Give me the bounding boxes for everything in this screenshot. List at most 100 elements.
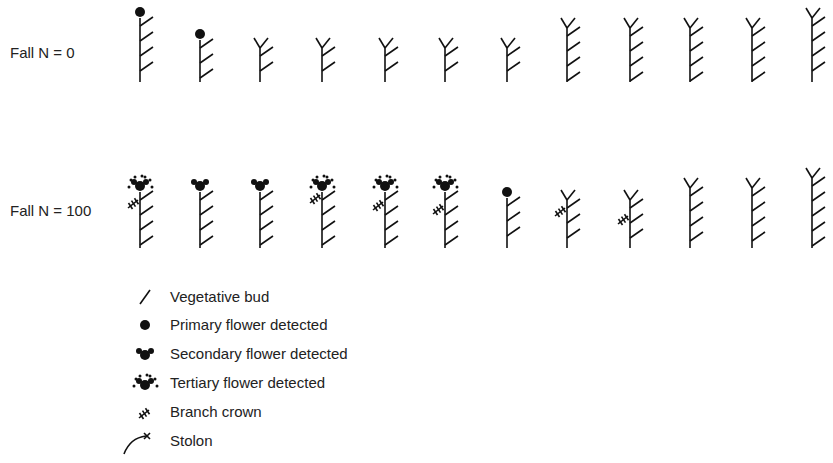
vegetative-bud <box>690 57 703 66</box>
plants <box>124 7 825 454</box>
vegetative-bud <box>752 217 765 226</box>
vegetative-bud <box>630 42 643 51</box>
vegetative-bud <box>507 47 520 56</box>
vegetative-bud <box>630 72 643 81</box>
vegetative-bud <box>385 206 398 215</box>
branch-crown-tick <box>380 200 384 206</box>
primary-flower <box>255 181 265 191</box>
branch-crown-tick <box>317 193 321 199</box>
vegetative-bud <box>140 62 153 71</box>
vegetative-bud <box>200 236 213 245</box>
vegetative-bud <box>812 177 825 186</box>
tertiary-flower <box>373 186 376 189</box>
vegetative-bud <box>507 62 520 71</box>
legend-bud-sample <box>140 290 150 304</box>
stem <box>689 188 691 248</box>
bud-top <box>812 8 820 18</box>
branch-crown-tick <box>440 204 444 210</box>
tertiary-flower <box>379 176 382 179</box>
vegetative-bud <box>752 57 765 66</box>
vegetative-bud <box>567 27 580 36</box>
branch-crown-tick <box>437 207 441 213</box>
vegetative-bud <box>200 206 213 215</box>
tertiary-flower <box>156 385 159 388</box>
tertiary-flower <box>316 176 319 179</box>
tertiary-flower <box>310 186 313 189</box>
bud-top <box>812 168 820 178</box>
vegetative-bud <box>322 206 335 215</box>
legend-text: Tertiary flower detected <box>170 374 325 392</box>
tertiary-flower <box>389 176 392 179</box>
vegetative-bud <box>812 47 825 56</box>
vegetative-bud <box>385 62 398 71</box>
tertiary-flower <box>439 176 442 179</box>
primary-flower <box>317 181 327 191</box>
vegetative-bud <box>812 17 825 26</box>
tertiary-flower <box>146 374 149 377</box>
stem <box>751 188 753 248</box>
legend-text: Primary flower detected <box>170 316 328 334</box>
vegetative-bud <box>200 69 213 78</box>
stem <box>199 40 201 82</box>
vegetative-bud <box>752 202 765 211</box>
vegetative-bud <box>445 62 458 71</box>
vegetative-bud <box>260 221 273 230</box>
tertiary-flower <box>149 375 152 378</box>
bud-top <box>690 18 698 28</box>
vegetative-bud <box>630 214 643 223</box>
vegetative-bud <box>630 57 643 66</box>
bud-top <box>746 178 752 188</box>
tertiary-flower <box>139 375 142 378</box>
vegetative-bud <box>200 221 213 230</box>
vegetative-bud <box>322 236 335 245</box>
stem <box>259 48 261 82</box>
branch-crown-tick <box>619 219 623 225</box>
row-label: Fall N = 100 <box>10 202 91 220</box>
primary-flower <box>440 181 450 191</box>
branch-crown-tick <box>129 203 133 209</box>
bud-top <box>567 18 575 28</box>
bud-top <box>624 18 630 28</box>
tertiary-flower <box>134 176 137 179</box>
branch-crown-tick <box>377 203 381 209</box>
bud-top <box>690 178 698 188</box>
vegetative-bud <box>630 199 643 208</box>
bud-top <box>561 190 567 200</box>
primary-flower <box>380 181 390 191</box>
branch-crown-tick <box>311 198 315 204</box>
branch-crown-tick <box>434 209 438 215</box>
bud-top <box>630 18 638 28</box>
vegetative-bud <box>140 236 153 245</box>
primary-flower <box>195 29 205 39</box>
tertiary-flower <box>144 176 147 179</box>
tertiary-flower <box>333 186 336 189</box>
branch-crown-tick <box>625 214 629 220</box>
vegetative-bud <box>752 72 765 81</box>
vegetative-bud <box>322 47 335 56</box>
tertiary-flower <box>326 176 329 179</box>
stolon-tip <box>144 433 150 439</box>
vegetative-bud <box>567 42 580 51</box>
bud-top <box>561 18 567 28</box>
vegetative-bud <box>507 212 520 221</box>
vegetative-bud <box>812 192 825 201</box>
bud-top <box>501 38 507 48</box>
tertiary-flower <box>449 176 452 179</box>
legend-stolon-sample <box>124 436 146 454</box>
branch-crown-tick <box>556 211 560 217</box>
vegetative-bud <box>140 206 153 215</box>
tertiary-flower <box>323 175 326 178</box>
vegetative-bud <box>260 47 273 56</box>
bud-top <box>567 190 575 200</box>
vegetative-bud <box>445 47 458 56</box>
vegetative-bud <box>322 191 335 200</box>
vegetative-bud <box>690 27 703 36</box>
vegetative-bud <box>385 47 398 56</box>
stem <box>139 18 141 82</box>
vegetative-bud <box>445 206 458 215</box>
branch-crown-tick <box>562 206 566 212</box>
branch-crown-tick <box>143 411 147 417</box>
vegetative-bud <box>690 232 703 241</box>
vegetative-bud <box>322 221 335 230</box>
